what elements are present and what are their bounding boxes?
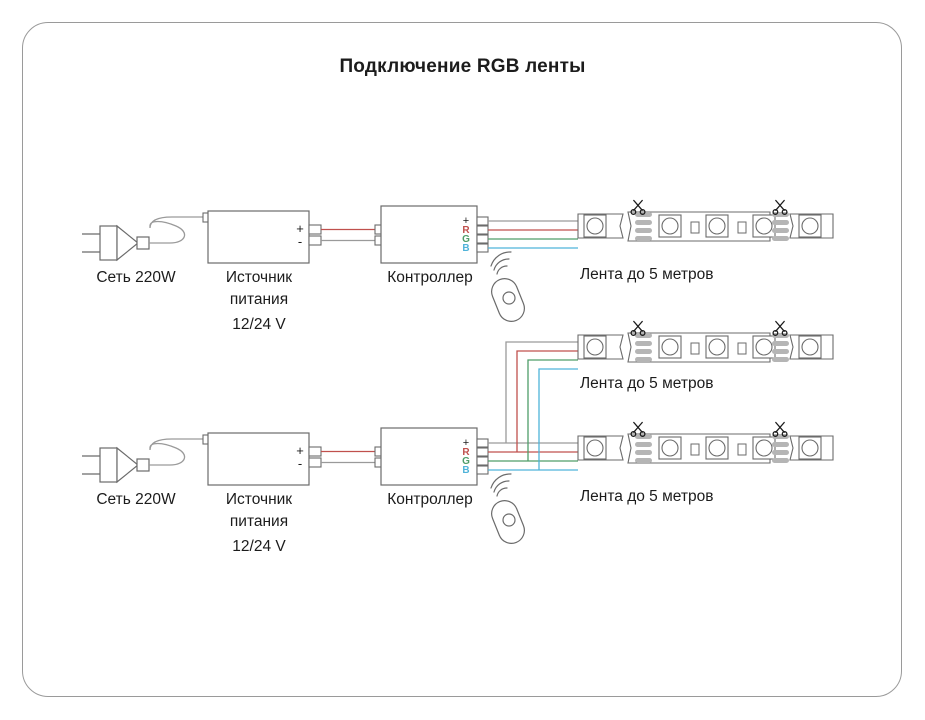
svg-text:B: B: [462, 243, 469, 254]
svg-text:G: G: [462, 234, 470, 245]
label-strip-top: Лента до 5 метров: [580, 266, 714, 283]
label-power-supply-bottom-line2: питания: [229, 513, 289, 530]
svg-text:G: G: [462, 456, 470, 467]
label-mains-top: Сеть 220W: [96, 269, 176, 286]
controller-box-top: [380, 205, 478, 264]
diagram-frame: [22, 22, 902, 697]
psu-minus-label-top: -: [298, 234, 302, 249]
wires-branch-to-middle-strip: [505, 341, 578, 470]
label-strip-middle: Лента до 5 метров: [580, 375, 714, 392]
controller-output-terminals-top: + R G B: [462, 215, 489, 254]
psu-plus-label-top: +: [296, 221, 304, 236]
label-strip-bottom: Лента до 5 метров: [580, 488, 714, 505]
svg-text:R: R: [462, 225, 470, 236]
controller-output-terminals-bottom: + R G B: [462, 437, 489, 476]
circuit-top: + - + - + R G B: [81, 199, 834, 326]
svg-text:R: R: [462, 447, 470, 458]
svg-text:B: B: [462, 465, 469, 476]
label-controller-top: Контроллер: [387, 269, 473, 286]
wires-controller-to-strip-bottom: [488, 442, 578, 471]
label-controller-bottom: Контроллер: [387, 491, 473, 508]
svg-text:+: +: [463, 437, 469, 449]
mains-plug-bottom: [81, 447, 150, 483]
power-supply-box-top: [207, 210, 310, 264]
psu-minus-label-bottom: -: [298, 456, 302, 471]
label-power-supply-top-voltage: 12/24 V: [232, 316, 286, 333]
label-power-supply-bottom-line1: Источник: [225, 491, 293, 508]
page-title: Подключение RGB ленты: [339, 56, 586, 77]
label-mains-bottom: Сеть 220W: [96, 491, 176, 508]
remote-control-top: [487, 251, 529, 326]
mains-plug-top: [81, 225, 150, 261]
label-power-supply-top-line2: питания: [229, 291, 289, 308]
led-strip-top: [577, 199, 834, 242]
label-power-supply-bottom-voltage: 12/24 V: [232, 538, 286, 555]
label-power-supply-top-line1: Источник: [225, 269, 293, 286]
circuit-bottom: + - + - + R G B: [81, 320, 834, 548]
wires-controller-to-strip-top: [488, 220, 578, 249]
psu-plus-label-bottom: +: [296, 443, 304, 458]
led-strip-middle: [577, 320, 834, 363]
svg-text:+: +: [463, 215, 469, 227]
remote-control-bottom: [487, 473, 529, 548]
led-strip-bottom: [577, 421, 834, 464]
power-supply-box-bottom: [207, 432, 310, 486]
